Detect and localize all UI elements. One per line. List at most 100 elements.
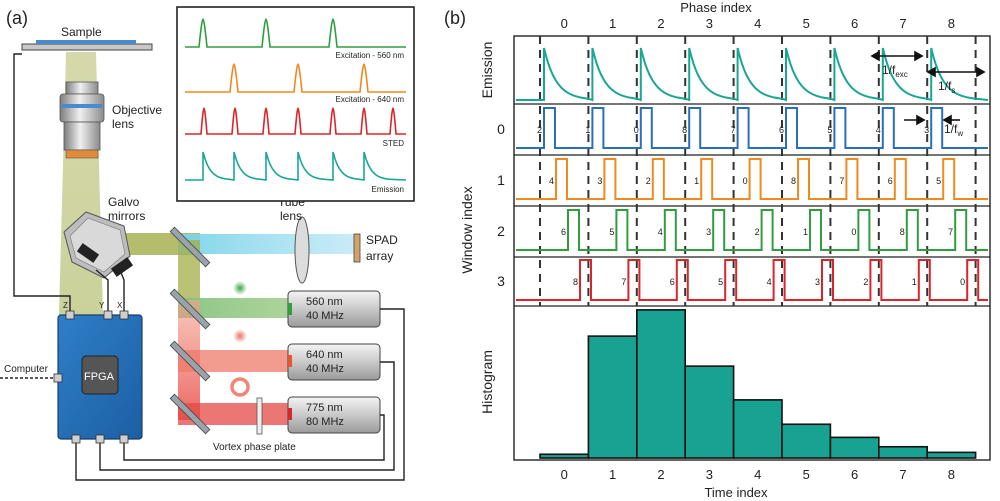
signal-wiring	[0, 53, 405, 481]
sample-label: Sample	[61, 25, 102, 39]
window-number: 3	[815, 277, 820, 287]
phase-tick: 5	[803, 16, 810, 31]
phase-tick: 2	[657, 16, 664, 31]
histogram-bar	[539, 453, 590, 459]
galvo-axis-y: Y	[99, 301, 105, 310]
time-tick: 4	[754, 467, 761, 482]
window-number: 2	[863, 277, 868, 287]
spad-label-1: SPAD	[366, 233, 398, 247]
window-gate-trace-1	[516, 158, 988, 200]
histogram-bar	[829, 436, 880, 459]
dichroic-mirror-1	[169, 226, 211, 268]
laser-640-line2: 40 MHz	[306, 363, 344, 375]
fpga-port-bottom-1	[71, 434, 81, 444]
time-tick: 5	[803, 467, 810, 482]
gaussian-spot-red-icon	[233, 329, 247, 343]
window-number: 3	[706, 227, 711, 237]
inset-signals: Excitation - 560 nm Excitation - 640 nm …	[176, 6, 415, 202]
spad-label-2: array	[366, 249, 393, 263]
window-number: 3	[924, 125, 929, 135]
window-number: 8	[682, 125, 687, 135]
time-tick: 1	[609, 467, 616, 482]
window-number: 7	[621, 277, 626, 287]
sample-coverslip	[36, 40, 136, 44]
window-number: 0	[743, 176, 748, 186]
window-number: 8	[791, 176, 796, 186]
laser-775-aperture	[288, 408, 292, 420]
window-number: 6	[888, 176, 893, 186]
window-number: 5	[827, 125, 832, 135]
laser-560-line1: 560 nm	[306, 296, 343, 308]
dichroic-mirror-3	[169, 340, 211, 382]
phase-tick: 0	[561, 16, 568, 31]
window-number: 2	[646, 176, 651, 186]
phase-tick: 1	[609, 16, 616, 31]
fpga-board: FPGA	[53, 310, 143, 444]
window-number: 2	[537, 125, 542, 135]
dichroic-mirror-4	[169, 393, 211, 435]
window-number: 7	[948, 227, 953, 237]
window-index-axis-label: Window index	[459, 186, 475, 273]
annotations	[870, 50, 986, 126]
fpga-port-y	[103, 310, 113, 320]
laser-775-line1: 775 nm	[306, 402, 343, 414]
window-number: 7	[731, 125, 736, 135]
gaussian-spot-green-icon	[233, 281, 247, 295]
inset-label-560: Excitation - 560 nm	[336, 51, 405, 60]
laser-775-line2: 80 MHz	[306, 416, 344, 428]
sample-slide	[21, 43, 153, 51]
laser-775: 775 nm 80 MHz	[287, 396, 381, 434]
emission-row-label: Emission	[479, 42, 495, 99]
trace-emission	[185, 151, 407, 181]
galvo-axis-z: Z	[63, 301, 68, 310]
trace-excitation-560	[185, 18, 406, 48]
fpga-label: FPGA	[84, 371, 115, 383]
vortex-label: Vortex phase plate	[213, 442, 296, 453]
objective-label-1: Objective	[112, 103, 162, 117]
inset-label-640: Excitation - 640 nm	[336, 95, 405, 104]
window-number: 6	[779, 125, 784, 135]
galvo-axis-x: X	[117, 301, 123, 310]
window-number: 0	[634, 125, 639, 135]
phase-tick: 3	[706, 16, 713, 31]
phase-index-title: Phase index	[680, 0, 752, 15]
fpga-port-computer	[53, 373, 63, 383]
spad-array-icon	[353, 233, 361, 263]
window-number: 4	[658, 227, 663, 237]
window-number: 6	[561, 227, 566, 237]
fpga-port-bottom-3	[119, 434, 129, 444]
time-tick: 2	[657, 467, 664, 482]
histogram-bar	[635, 309, 686, 459]
window-number: 7	[839, 176, 844, 186]
window-index-3: 3	[497, 273, 505, 289]
vortex-phase-plate-icon	[256, 397, 263, 435]
window-number: 5	[936, 176, 941, 186]
histogram-bar	[732, 399, 783, 459]
phase-tick: 4	[754, 16, 761, 31]
fpga-port-bottom-2	[95, 434, 105, 444]
time-index-title: Time index	[704, 485, 768, 500]
beam-cyan	[178, 234, 358, 254]
laser-560: 560 nm 40 MHz	[287, 290, 381, 328]
galvo-mirrors-icon	[63, 211, 134, 279]
phase-tick: 6	[851, 16, 858, 31]
laser-640-line1: 640 nm	[306, 349, 343, 361]
ann-fs: 1/fs	[938, 79, 955, 95]
trace-sted	[185, 107, 406, 135]
histogram-bars	[539, 309, 977, 459]
window-gate-trace-0	[516, 107, 988, 149]
window-gate-trace-3	[516, 259, 988, 301]
time-tick: 6	[851, 467, 858, 482]
ann-fw: 1/fw	[944, 122, 963, 138]
histogram-bar	[926, 451, 977, 459]
panel-b-label: (b)	[444, 8, 466, 28]
donut-spot-icon	[230, 377, 250, 397]
window-number: 8	[573, 277, 578, 287]
window-number: 1	[585, 125, 590, 135]
time-tick: 3	[706, 467, 713, 482]
window-number: 4	[767, 277, 772, 287]
time-tick: 0	[561, 467, 568, 482]
